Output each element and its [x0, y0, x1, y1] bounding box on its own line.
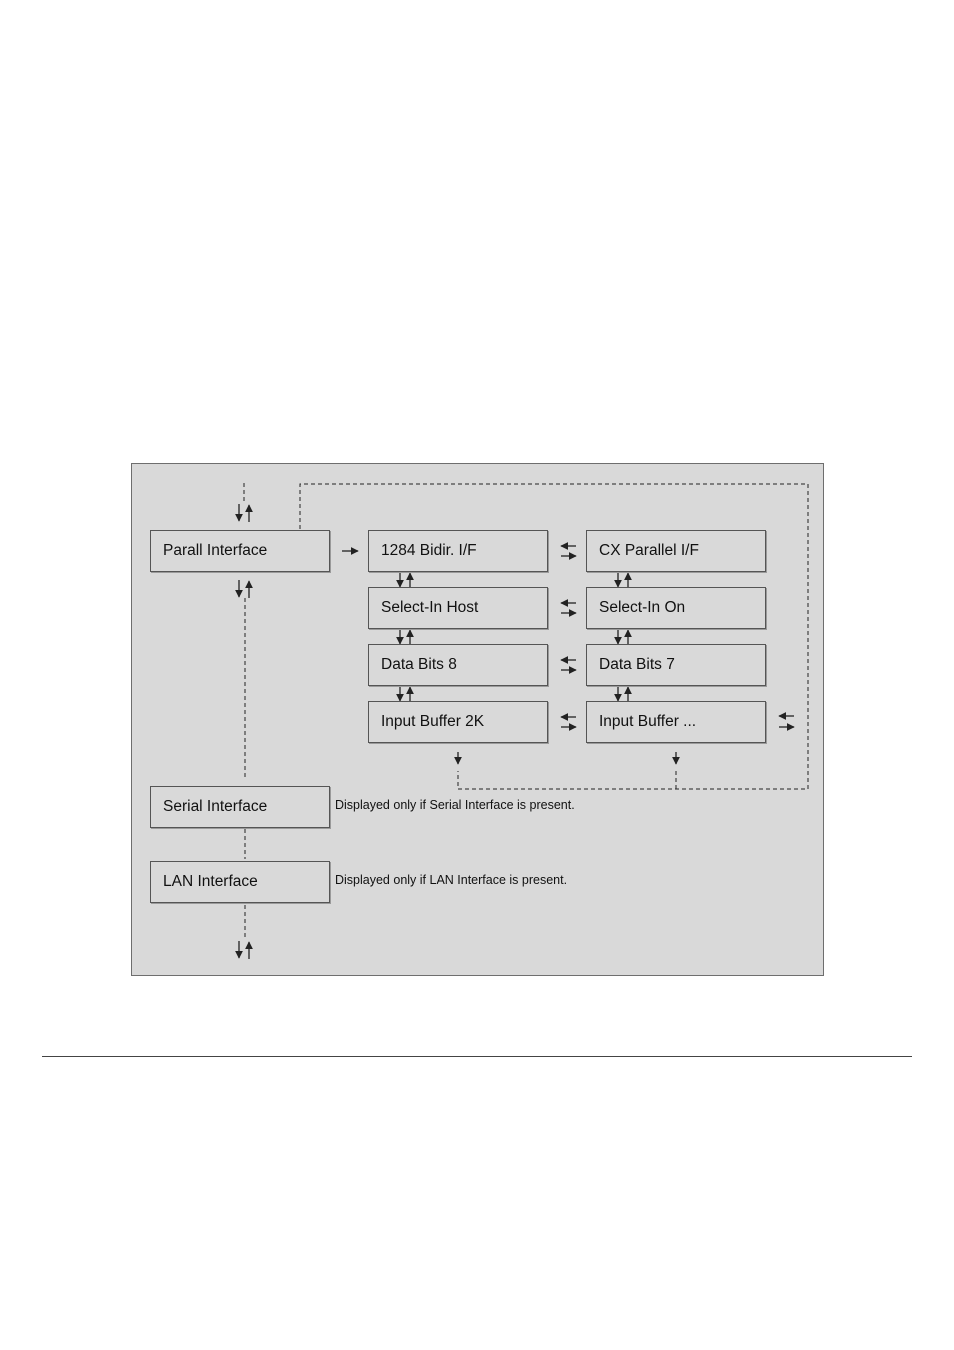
parallel-interface-label: Parall Interface — [163, 542, 268, 559]
left-right-arrow-icon — [560, 656, 577, 674]
left-right-arrow-icon — [560, 713, 577, 731]
page-divider — [42, 1056, 912, 1057]
lan-interface-label: LAN Interface — [163, 873, 258, 890]
option-label: Input Buffer ... — [599, 713, 697, 730]
option-box[interactable]: Data Bits 7 — [586, 644, 766, 686]
serial-interface-label: Serial Interface — [163, 798, 268, 815]
option-label: 1284 Bidir. I/F — [381, 542, 477, 559]
up-down-arrow-icon — [614, 686, 632, 702]
up-down-arrow-icon — [235, 580, 253, 598]
option-box[interactable]: Input Buffer ... — [586, 701, 766, 743]
option-box[interactable]: Select-In Host — [368, 587, 548, 629]
option-box[interactable]: Data Bits 8 — [368, 644, 548, 686]
option-label: CX Parallel I/F — [599, 542, 699, 559]
serial-interface-box[interactable]: Serial Interface — [150, 786, 330, 828]
option-label: Select-In On — [599, 599, 686, 616]
option-box[interactable]: Input Buffer 2K — [368, 701, 548, 743]
left-right-arrow-icon — [778, 712, 795, 731]
option-box[interactable]: 1284 Bidir. I/F — [368, 530, 548, 572]
up-down-arrow-icon — [396, 629, 414, 645]
up-down-arrow-icon — [614, 572, 632, 588]
option-label: Select-In Host — [381, 599, 479, 616]
up-down-arrow-icon — [235, 941, 253, 959]
option-label: Input Buffer 2K — [381, 713, 485, 730]
lan-interface-box[interactable]: LAN Interface — [150, 861, 330, 903]
up-down-arrow-icon — [396, 572, 414, 588]
option-box[interactable]: CX Parallel I/F — [586, 530, 766, 572]
up-down-arrow-icon — [235, 504, 253, 522]
left-right-arrow-icon — [560, 542, 577, 560]
up-down-arrow-icon — [396, 686, 414, 702]
parallel-interface-box[interactable]: Parall Interface — [150, 530, 330, 572]
serial-interface-note: Displayed only if Serial Interface is pr… — [335, 798, 575, 812]
up-down-arrow-icon — [614, 629, 632, 645]
option-box[interactable]: Select-In On — [586, 587, 766, 629]
return-loop-line — [299, 483, 809, 790]
option-label: Data Bits 7 — [599, 656, 675, 673]
lan-interface-note: Displayed only if LAN Interface is prese… — [335, 873, 568, 887]
option-label: Data Bits 8 — [381, 656, 457, 673]
left-right-arrow-icon — [560, 599, 577, 617]
